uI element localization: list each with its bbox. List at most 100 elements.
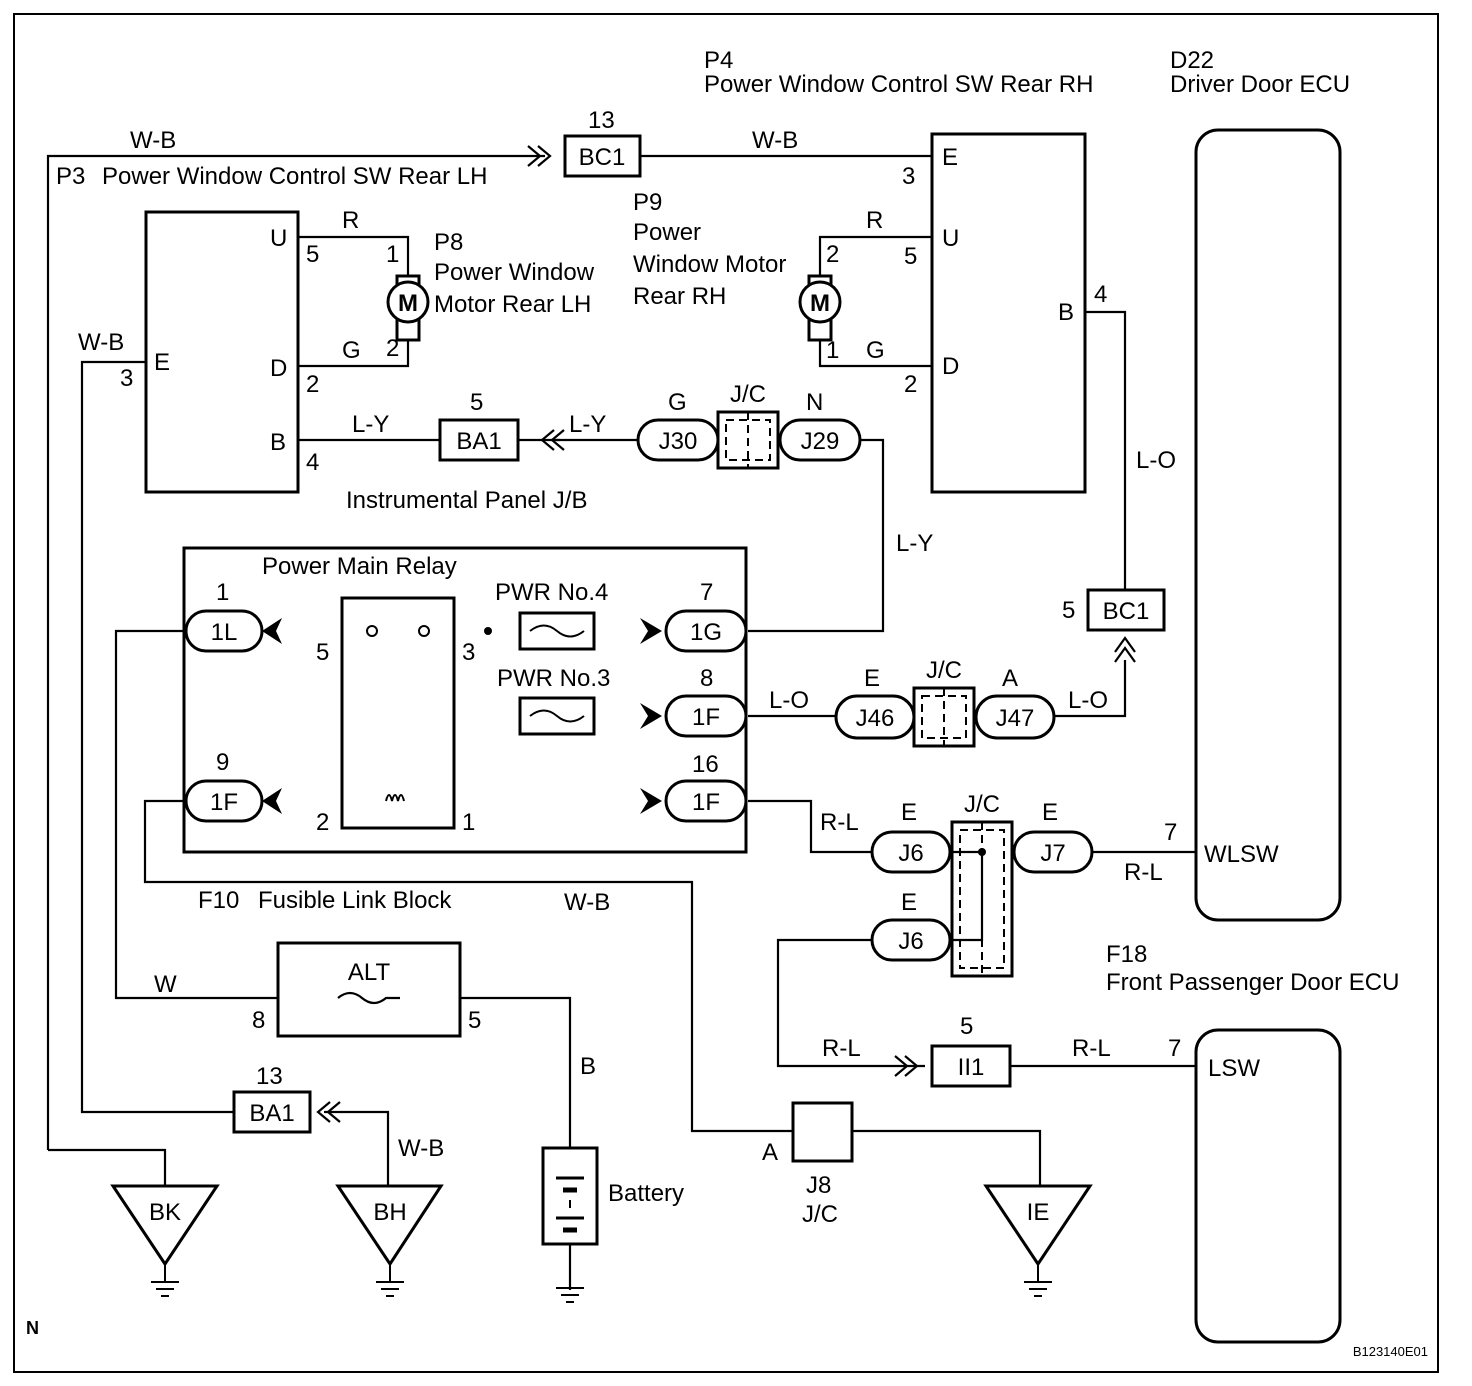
motor-rh-symbol: M — [810, 290, 830, 317]
svg-text:2: 2 — [904, 371, 917, 398]
svg-text:LSW: LSW — [1208, 1055, 1260, 1082]
svg-text:J6: J6 — [898, 840, 923, 867]
svg-text:N: N — [806, 389, 823, 416]
svg-text:BK: BK — [149, 1199, 181, 1226]
p4-code: P4 — [704, 47, 733, 74]
svg-text:BC1: BC1 — [1103, 598, 1150, 625]
motor-lh-symbol: M — [398, 290, 418, 317]
p3-switch-box — [144, 210, 300, 494]
p4-switch-box — [930, 132, 1087, 494]
svg-text:W-B: W-B — [78, 329, 124, 356]
fuse-labels: PWR No.4 PWR No.3 ALT — [348, 579, 610, 986]
svg-text:G: G — [866, 337, 885, 364]
svg-text:1F: 1F — [210, 789, 238, 816]
connector-labels: BC1 BC1 BA1 BA1 II1 J30 J29 J46 J47 J6 J… — [210, 144, 1149, 1127]
svg-text:L-O: L-O — [1068, 687, 1108, 714]
fuse-symbols — [337, 611, 596, 1005]
p9-name-line1: Power — [633, 219, 701, 246]
svg-text:R: R — [342, 207, 359, 234]
svg-text:2: 2 — [826, 241, 839, 268]
svg-text:II1: II1 — [958, 1054, 985, 1081]
svg-text:J47: J47 — [996, 705, 1035, 732]
svg-text:8: 8 — [700, 665, 713, 692]
d22-code: D22 — [1170, 47, 1214, 74]
svg-text:J7: J7 — [1040, 840, 1065, 867]
p9-name-line2: Window Motor — [633, 251, 786, 278]
svg-text:1: 1 — [826, 337, 839, 364]
ba1-bottom-connector — [232, 1090, 312, 1134]
p9-code: P9 — [633, 189, 662, 216]
svg-text:2: 2 — [386, 335, 399, 362]
svg-text:E: E — [942, 144, 958, 171]
svg-text:5: 5 — [960, 1013, 973, 1040]
svg-text:1F: 1F — [692, 704, 720, 731]
svg-text:5: 5 — [306, 241, 319, 268]
svg-text:J/C: J/C — [730, 381, 766, 408]
ground-ie — [983, 1184, 1093, 1297]
svg-text:9: 9 — [216, 749, 229, 776]
svg-text:W-B: W-B — [564, 889, 610, 916]
connector-arrows — [262, 618, 662, 814]
svg-text:2: 2 — [316, 809, 329, 836]
p3-code: P3 — [56, 163, 85, 190]
svg-text:7: 7 — [1168, 1035, 1181, 1062]
svg-text:J30: J30 — [659, 428, 698, 455]
svg-text:R: R — [866, 207, 883, 234]
d22-ecu-box — [1194, 128, 1342, 922]
svg-text:R-L: R-L — [1124, 859, 1163, 886]
j8-code: J8 — [806, 1172, 831, 1199]
svg-text:E: E — [901, 799, 917, 826]
svg-text:W-B: W-B — [752, 127, 798, 154]
relay-switch — [366, 625, 492, 802]
ii1-connector — [930, 1044, 1012, 1088]
svg-text:7: 7 — [700, 579, 713, 606]
svg-text:1: 1 — [462, 809, 475, 836]
bc1-right-connector — [1086, 588, 1166, 632]
svg-text:16: 16 — [692, 751, 719, 778]
svg-text:L-O: L-O — [769, 687, 809, 714]
svg-text:D: D — [942, 353, 959, 380]
f10-name: Fusible Link Block — [258, 887, 452, 914]
corner-mark: N — [26, 1318, 39, 1338]
svg-text:IE: IE — [1027, 1199, 1050, 1226]
pill-connectors — [184, 418, 1094, 962]
svg-text:E: E — [1042, 799, 1058, 826]
svg-text:E: E — [154, 349, 170, 376]
svg-text:W-B: W-B — [398, 1135, 444, 1162]
svg-text:7: 7 — [1164, 819, 1177, 846]
svg-text:13: 13 — [588, 107, 615, 134]
svg-text:U: U — [270, 225, 287, 252]
p9-name-line3: Rear RH — [633, 283, 726, 310]
svg-text:G: G — [668, 389, 687, 416]
f18-name: Front Passenger Door ECU — [1106, 969, 1399, 996]
j8-name: J/C — [802, 1201, 838, 1228]
ip-jb-label: Instrumental Panel J/B — [346, 487, 587, 514]
svg-text:W: W — [154, 971, 177, 998]
svg-text:B: B — [1058, 299, 1074, 326]
relay-body — [340, 596, 456, 830]
svg-text:W-B: W-B — [130, 127, 176, 154]
p4-name: Power Window Control SW Rear RH — [704, 71, 1093, 98]
svg-text:J29: J29 — [801, 428, 840, 455]
svg-text:R-L: R-L — [1072, 1035, 1111, 1062]
svg-text:A: A — [762, 1139, 778, 1166]
motor-lh — [386, 274, 430, 342]
f18-code: F18 — [1106, 941, 1147, 968]
battery-label: Battery — [608, 1180, 684, 1207]
svg-text:J6: J6 — [898, 928, 923, 955]
ground-bk — [110, 1184, 220, 1297]
junction-connectors — [716, 410, 1014, 978]
svg-text:U: U — [942, 225, 959, 252]
ba1-mid-connector — [438, 418, 520, 462]
svg-text:1: 1 — [386, 241, 399, 268]
p8-name-line2: Motor Rear LH — [434, 291, 591, 318]
f18-ecu-box — [1194, 1028, 1342, 1344]
svg-text:L-Y: L-Y — [352, 411, 389, 438]
svg-text:BC1: BC1 — [579, 144, 626, 171]
svg-text:E: E — [901, 889, 917, 916]
alt-fuse-box — [276, 941, 462, 1038]
svg-text:4: 4 — [1094, 281, 1107, 308]
ground-bh — [335, 1184, 444, 1297]
svg-text:13: 13 — [256, 1063, 283, 1090]
